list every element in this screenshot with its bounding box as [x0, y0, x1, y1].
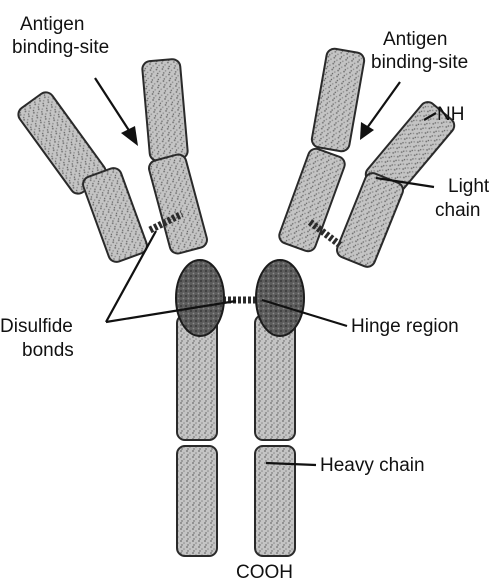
antigen-right-arrow-line — [367, 82, 400, 128]
heavy-chain-label: Heavy chain — [320, 455, 425, 476]
right-heavy-arm-variable-segment — [311, 47, 366, 152]
left-heavy-chain-arm — [142, 59, 209, 256]
disulfide-bonds-label: Disulfide bonds — [0, 316, 78, 361]
left-hinge-oval — [176, 260, 224, 336]
left-heavy-chain-stem — [177, 315, 217, 556]
nh2-label: NH — [437, 104, 464, 125]
light-chain-label: Light chain — [435, 176, 494, 221]
left-stem-lower-segment — [177, 446, 217, 556]
left-heavy-arm-constant-segment — [147, 153, 209, 256]
antigen-binding-site-right-label: Antigen binding-site — [371, 29, 468, 73]
right-hinge-oval — [256, 260, 304, 336]
left-heavy-arm-variable-segment — [142, 59, 189, 162]
left-light-chain-constant-segment — [81, 166, 149, 264]
right-heavy-chain-stem — [255, 315, 295, 556]
antigen-binding-site-left-label: Antigen binding-site — [12, 14, 109, 58]
hinge-region-label: Hinge region — [351, 316, 459, 337]
left-light-chain — [15, 89, 149, 264]
right-light-chain-constant-segment — [335, 171, 406, 269]
antigen-right-arrowhead — [360, 122, 374, 140]
antigen-left-arrow-line — [95, 78, 130, 132]
antigen-left-arrowhead — [121, 126, 138, 146]
cooh-label: COOH — [236, 562, 293, 583]
right-heavy-arm-constant-segment — [277, 147, 347, 254]
